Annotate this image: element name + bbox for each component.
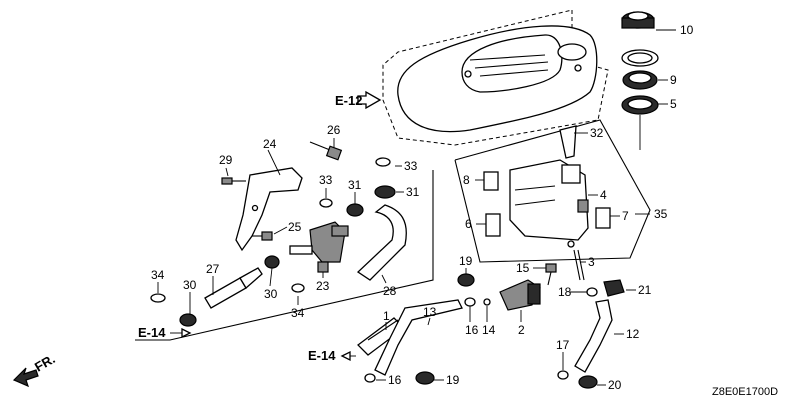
callout-12: 12 xyxy=(626,327,640,341)
callout-1: 1 xyxy=(383,309,390,323)
callout-20: 20 xyxy=(608,378,622,392)
callout-26: 26 xyxy=(327,123,341,137)
e14-reference-left: E-14 xyxy=(138,325,192,340)
callout-numbers: 10 9 5 32 4 8 6 7 35 24 29 26 25 23 27 3… xyxy=(151,23,694,392)
e14-reference-bottom: E-14 xyxy=(308,348,356,363)
lower-group-outline xyxy=(135,170,434,341)
callout-30a: 30 xyxy=(264,287,278,301)
filter-screen-part xyxy=(559,125,577,159)
callout-6: 6 xyxy=(465,217,472,231)
clip-31b-part xyxy=(374,185,396,199)
callout-15: 15 xyxy=(516,261,530,275)
callout-16b: 16 xyxy=(388,373,402,387)
clip-16a-part xyxy=(464,297,476,307)
callout-28: 28 xyxy=(383,284,397,298)
tube-13-part xyxy=(374,299,463,376)
callout-31a: 31 xyxy=(348,178,362,192)
clip-33-part xyxy=(319,157,391,208)
callout-13: 13 xyxy=(423,305,437,319)
callout-34b: 34 xyxy=(151,268,165,282)
strainer-ring-part xyxy=(622,70,658,90)
tank-bracket-6-part xyxy=(485,213,501,237)
bracket-part xyxy=(235,167,303,252)
callout-17: 17 xyxy=(556,338,570,352)
clip-34-part xyxy=(150,283,305,303)
washer-14-part xyxy=(483,298,491,306)
clip-17-part xyxy=(557,370,569,380)
clip-20-part xyxy=(578,375,598,389)
e12-label: E-12 xyxy=(335,93,362,108)
bolt-26-part xyxy=(309,141,343,161)
callout-10: 10 xyxy=(680,23,694,37)
callout-34a: 34 xyxy=(291,306,305,320)
clip-16b-part xyxy=(364,373,376,383)
fuel-tank-part xyxy=(509,159,589,248)
callout-19b: 19 xyxy=(446,373,460,387)
cap-gasket-part xyxy=(621,49,659,67)
clip-21-part xyxy=(603,279,625,297)
bolt-29-part xyxy=(221,177,246,185)
clip-19b-part xyxy=(415,371,435,385)
callout-9: 9 xyxy=(670,73,677,87)
callout-31b: 31 xyxy=(406,185,420,199)
tank-seal-part xyxy=(621,95,659,115)
callout-29: 29 xyxy=(219,153,233,167)
callout-3: 3 xyxy=(588,255,595,269)
tube-12-part xyxy=(574,299,613,373)
fan-cover-part xyxy=(397,25,598,133)
diagram-code: Z8E0E1700D xyxy=(712,386,778,398)
callout-16a: 16 xyxy=(465,323,479,337)
callout-23: 23 xyxy=(316,279,330,293)
fuel-pump-part xyxy=(499,279,541,311)
e14-label-bottom: E-14 xyxy=(308,348,336,363)
bolt-15-part xyxy=(545,263,557,286)
front-direction-indicator: FR. xyxy=(12,351,58,388)
callout-5: 5 xyxy=(670,97,677,111)
clip-30b-part xyxy=(179,313,197,327)
callout-35: 35 xyxy=(654,207,668,221)
callout-25: 25 xyxy=(288,220,302,234)
clip-30-part xyxy=(264,255,280,269)
e12-reference: E-12 xyxy=(335,90,382,110)
tank-bracket-8-part xyxy=(483,171,499,191)
callout-7: 7 xyxy=(622,209,629,223)
bolt-25-part xyxy=(252,231,273,241)
callout-32: 32 xyxy=(590,126,604,140)
fuel-tube-27-part xyxy=(204,267,263,309)
callout-2: 2 xyxy=(518,323,525,337)
callout-4: 4 xyxy=(600,188,607,202)
callout-18: 18 xyxy=(558,285,572,299)
clip-31a-part xyxy=(346,203,364,217)
fuel-cap-part xyxy=(621,11,655,29)
callout-33b: 33 xyxy=(319,173,333,187)
callout-27: 27 xyxy=(206,262,220,276)
leader-lines xyxy=(157,29,676,386)
callout-14: 14 xyxy=(482,323,496,337)
pin-3-part xyxy=(573,249,585,281)
clip-19a-part xyxy=(457,273,475,287)
e14-label-left: E-14 xyxy=(138,325,166,340)
callout-21: 21 xyxy=(638,283,652,297)
tank-bracket-7-part xyxy=(595,207,611,229)
callout-8: 8 xyxy=(463,173,470,187)
callout-19a: 19 xyxy=(459,254,473,268)
clip-18-part xyxy=(586,287,598,297)
fuel-tube-28-part xyxy=(356,204,407,281)
fuel-valve-part xyxy=(289,221,349,273)
callout-24: 24 xyxy=(263,137,277,151)
callout-33a: 33 xyxy=(404,159,418,173)
callout-30b: 30 xyxy=(183,278,197,292)
